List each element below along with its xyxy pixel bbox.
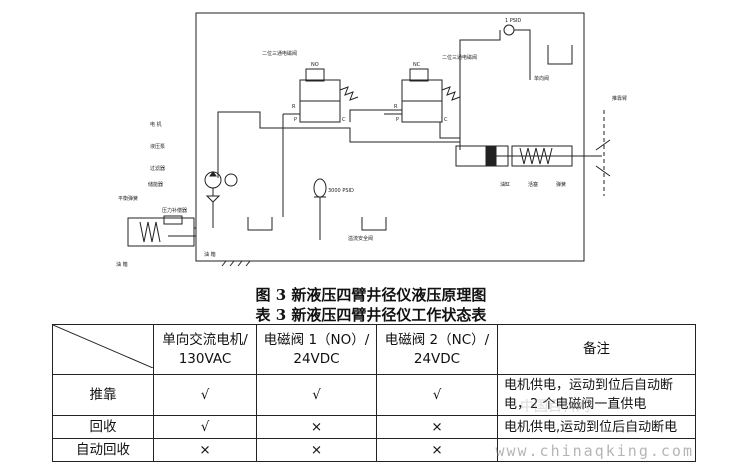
table-header-row: 单向交流电机/ 130VAC 电磁阀 1（NO）/ 24VDC 电磁阀 2（NC… — [52, 324, 696, 375]
cell-valve2: × — [376, 415, 498, 439]
label-oil-cylinder: 油缸 — [500, 181, 510, 188]
label-accumulator: 储能器 — [148, 181, 163, 188]
label-port-c-1: C — [342, 117, 346, 123]
cell-valve1: × — [256, 415, 377, 439]
watermark: www.chinaqking.com — [495, 442, 694, 460]
label-tank-left: 油 箱 — [116, 261, 128, 268]
label-valve-no-name: 二位三通电磁阀 — [262, 50, 297, 57]
cell-mode: 推靠 — [52, 374, 154, 416]
diagonal-line — [52, 324, 154, 369]
label-filter: 过滤器 — [150, 165, 165, 172]
label-pump: 液压泵 — [150, 143, 165, 150]
label-spring: 弹簧 — [556, 181, 566, 188]
label-arm: 推靠臂 — [612, 95, 627, 102]
cell-note — [497, 438, 696, 462]
solenoid-valve-nc — [384, 68, 461, 123]
watermark-faint: 中国百科网 — [520, 399, 590, 415]
figure-caption: 图 3 新液压四臂井径仪液压原理图 — [255, 286, 487, 304]
cell-valve1: √ — [256, 374, 377, 416]
schematic-frame — [195, 12, 585, 262]
header-valve1: 电磁阀 1（NO）/ 24VDC — [256, 324, 377, 375]
status-table: 单向交流电机/ 130VAC 电磁阀 1（NO）/ 24VDC 电磁阀 2（NC… — [52, 324, 696, 462]
label-port-p-2: P — [396, 117, 399, 123]
cell-valve2: √ — [376, 374, 498, 416]
cell-mode: 回收 — [52, 415, 154, 439]
check-1psid-symbol — [503, 24, 515, 36]
label-check: 单向阀 — [534, 75, 549, 82]
header-motor: 单向交流电机/ 130VAC — [153, 324, 257, 375]
tank-top-right — [547, 45, 573, 65]
header-note: 备注 — [497, 324, 696, 375]
label-valve-nc: NC — [413, 62, 421, 68]
label-1psid: 1 PSID — [505, 18, 521, 24]
cell-valve2: × — [376, 438, 498, 462]
cell-motor: √ — [153, 374, 257, 416]
table-row: 自动回收 × × × — [52, 438, 696, 462]
pressure-line — [217, 111, 460, 178]
cell-motor: √ — [153, 415, 257, 439]
label-port-p-1: P — [294, 117, 297, 123]
label-port-c-2: C — [444, 117, 448, 123]
relief-valve — [313, 178, 327, 240]
label-compensator: 压力补偿器 — [162, 207, 187, 214]
cell-mode: 自动回收 — [52, 438, 154, 462]
header-diagonal-cell — [52, 324, 154, 375]
hydraulic-schematic: 1 PSID NO NC 二位三通电磁阀 二位三通电磁阀 R P C R P C… — [116, 12, 627, 268]
cell-valve1: × — [256, 438, 377, 462]
return-line — [459, 30, 501, 150]
label-port-r-1: R — [292, 104, 296, 110]
label-relief-3000: 3000 PSID — [328, 188, 354, 194]
label-valve-nc-name: 二位三通电磁阀 — [442, 54, 477, 61]
table-caption: 表 3 新液压四臂井径仪工作状态表 — [255, 306, 487, 324]
label-relief-name: 溢流安全阀 — [348, 235, 373, 242]
compensator — [127, 215, 196, 247]
tank-1 — [247, 217, 273, 231]
cell-motor: × — [153, 438, 257, 462]
label-motor: 电 机 — [150, 121, 162, 128]
label-compensator-spring: 平衡弹簧 — [118, 195, 138, 202]
label-tank-bottom: 油 箱 — [204, 251, 216, 258]
cylinder — [455, 110, 611, 196]
label-piston: 活塞 — [528, 181, 538, 188]
cell-note: 电机供电,运动到位后自动断电 — [497, 415, 696, 439]
tank-2 — [361, 217, 387, 231]
motor-symbol — [224, 173, 238, 187]
table-row: 回收 √ × × 电机供电,运动到位后自动断电 — [52, 415, 696, 439]
label-port-r-2: R — [394, 104, 398, 110]
cell-note: 电机供电，运动到位后自动断电，2 个电磁阀一直供电 — [497, 374, 696, 416]
label-valve-no: NO — [311, 62, 319, 68]
solenoid-valve-no — [282, 68, 359, 217]
header-valve2: 电磁阀 2（NC）/ 24VDC — [376, 324, 498, 375]
table-row: 推靠 √ √ √ 电机供电，运动到位后自动断电，2 个电磁阀一直供电 — [52, 374, 696, 416]
